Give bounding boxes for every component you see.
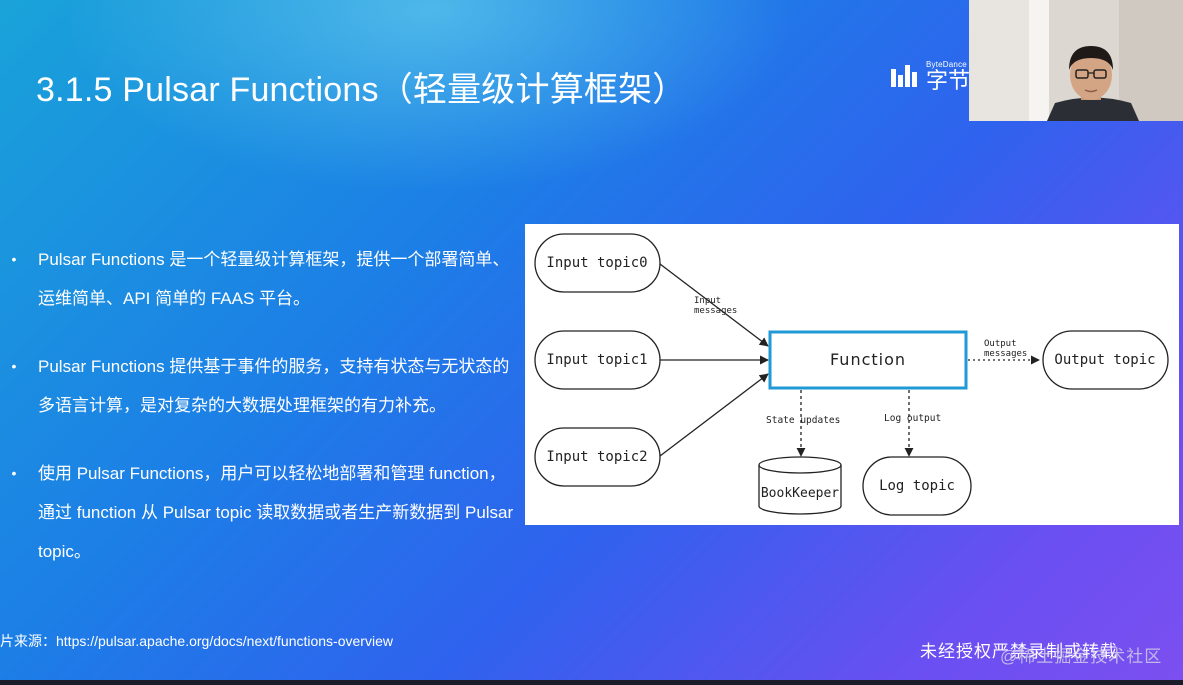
bytedance-logo-icon (891, 65, 917, 87)
bullet-marker: • (11, 465, 17, 481)
input-arrow (659, 263, 769, 347)
log-topic-node: Log topic (862, 456, 972, 516)
watermark: @稀土掘金技术社区 (1000, 647, 1163, 666)
presenter-video-icon (969, 0, 1183, 121)
brand-name-cn: 字节 (926, 67, 971, 93)
input-topic-node: Input topic1 (534, 330, 661, 390)
presenter-webcam (969, 0, 1183, 121)
bullet-item: • 使用 Pulsar Functions，用户可以轻松地部署和管理 funct… (8, 454, 518, 571)
bookkeeper-label: BookKeeper (761, 486, 839, 501)
image-source-note: 片来源：https://pulsar.apache.org/docs/next/… (0, 633, 393, 649)
log-output-label: Log output (884, 413, 941, 424)
bullet-text: Pulsar Functions 提供基于事件的服务，支持有状态与无状态的多语言… (38, 357, 510, 415)
input-topic-node: Input topic0 (534, 233, 661, 293)
bytedance-logo: ByteDance 字节 (890, 60, 970, 92)
input-topic-label: Input topic1 (546, 352, 647, 368)
bookkeeper-node: BookKeeper (758, 456, 842, 515)
output-topic-label: Output topic (1054, 352, 1155, 368)
bullet-text: 使用 Pulsar Functions，用户可以轻松地部署和管理 functio… (38, 464, 514, 561)
output-messages-label: Output (984, 339, 1017, 349)
slide-title: 3.1.5 Pulsar Functions（轻量级计算框架） (36, 71, 687, 109)
bullet-marker: • (11, 358, 17, 374)
input-arrow (659, 373, 769, 457)
function-node: Function (768, 330, 968, 390)
bullet-item: • Pulsar Functions 提供基于事件的服务，支持有状态与无状态的多… (8, 347, 518, 425)
copyright-notice: 未经授权严禁录制或转载 (920, 642, 1118, 661)
input-messages-label-2: messages (694, 306, 737, 316)
input-topic-label: Input topic0 (546, 255, 647, 271)
functions-diagram-svg: Input topic0 Input topic1 Input topic2 I… (534, 233, 1169, 516)
bullet-item: • Pulsar Functions 是一个轻量级计算框架，提供一个部署简单、运… (8, 240, 518, 318)
state-updates-label: State updates (766, 415, 840, 426)
bottom-edge (0, 680, 1183, 685)
log-topic-label: Log topic (879, 478, 955, 494)
input-topic-node: Input topic2 (534, 427, 661, 487)
brand-name-en: ByteDance (926, 59, 967, 69)
input-topic-label: Input topic2 (546, 449, 647, 465)
bullet-marker: • (11, 251, 17, 267)
bullet-text: Pulsar Functions 是一个轻量级计算框架，提供一个部署简单、运维简… (38, 250, 510, 308)
function-label: Function (830, 350, 906, 369)
output-topic-node: Output topic (1042, 330, 1169, 390)
functions-diagram: Input topic0 Input topic1 Input topic2 I… (525, 224, 1179, 525)
bullet-list: • Pulsar Functions 是一个轻量级计算框架，提供一个部署简单、运… (8, 240, 518, 571)
output-messages-label-2: messages (984, 349, 1027, 359)
input-messages-label: Input (694, 296, 721, 306)
